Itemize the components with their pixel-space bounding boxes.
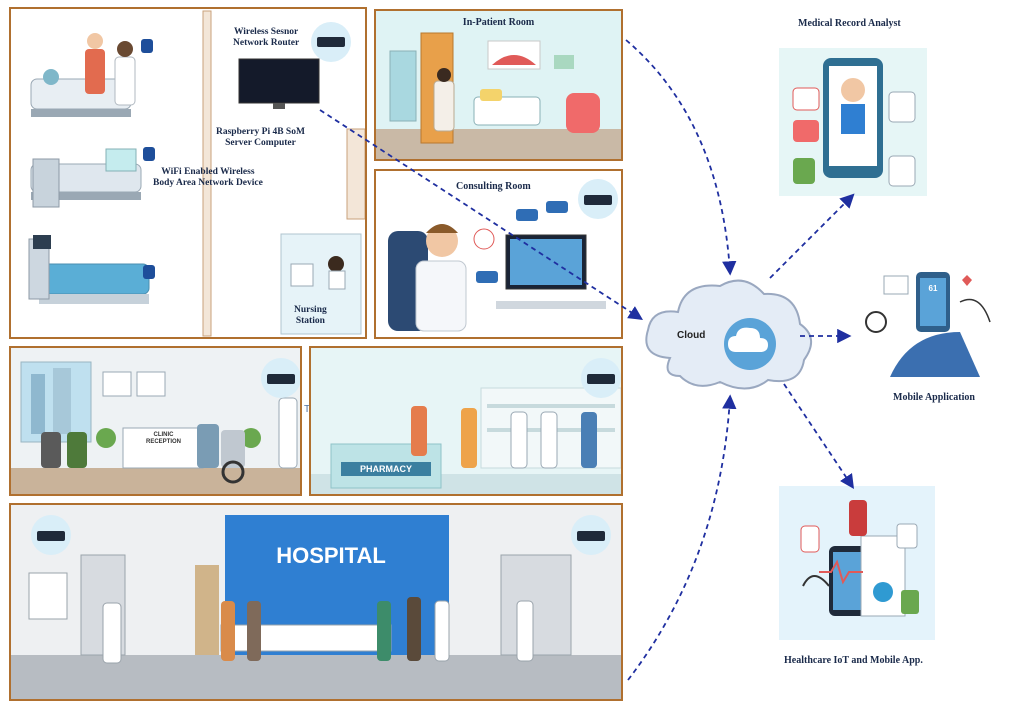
cloud-node bbox=[645, 279, 812, 390]
healthcare-iot-illustration bbox=[800, 500, 919, 617]
medical-record-label: Medical Record Analyst bbox=[798, 18, 901, 29]
hospital-sign: HOSPITAL bbox=[276, 543, 386, 568]
inpatient-title: In-Patient Room bbox=[462, 17, 535, 28]
cloud-glyph-icon bbox=[728, 327, 768, 352]
inpatient-illustration bbox=[376, 32, 621, 159]
consulting-room-panel: Consulting Room bbox=[374, 169, 623, 339]
healthcare-iot-label: Healthcare IoT and Mobile App. bbox=[784, 655, 923, 666]
healthcare-iot-card bbox=[779, 486, 935, 640]
ward-panel: Wireless Sesnor Network Router Raspberry… bbox=[9, 7, 367, 339]
pharmacy-panel: PHARMACY bbox=[309, 346, 623, 496]
pharmacy-illustration bbox=[311, 358, 621, 494]
arrow-cloud-to-records bbox=[769, 193, 855, 279]
pharmacy-sign: PHARMACY bbox=[359, 464, 412, 474]
reception-illustration bbox=[11, 358, 300, 494]
hospital-illustration bbox=[11, 515, 621, 699]
wban-label: WiFi Enabled Wireless Body Area Network … bbox=[153, 167, 263, 188]
router-label: Wireless Sesnor Network Router bbox=[233, 27, 300, 48]
arrow-cloud-to-iot bbox=[783, 383, 854, 489]
inpatient-room-panel: In-Patient Room bbox=[374, 9, 623, 161]
reception-panel: CLINIC RECEPTION bbox=[9, 346, 302, 496]
medical-record-card bbox=[779, 48, 927, 196]
phone-reading: 61 bbox=[928, 284, 938, 293]
cloud-label: Cloud bbox=[677, 330, 706, 341]
arrow-inpatient-to-cloud bbox=[625, 39, 737, 276]
arrow-lobby-to-cloud bbox=[627, 394, 737, 681]
mobile-app-label: Mobile Application bbox=[893, 392, 975, 403]
nursing-label: Nursing Station bbox=[294, 305, 327, 326]
mobile-app-card: 61 bbox=[850, 262, 1005, 377]
consulting-illustration bbox=[388, 179, 618, 332]
consulting-title: Consulting Room bbox=[456, 181, 531, 192]
mobile-app-illustration bbox=[865, 272, 991, 377]
hospital-lobby-panel: HOSPITAL bbox=[9, 503, 623, 701]
medical-record-illustration bbox=[792, 58, 916, 187]
clinic-sign: CLINIC RECEPTION bbox=[146, 432, 182, 445]
raspberry-label: Raspberry Pi 4B SoM Server Computer bbox=[216, 127, 305, 148]
